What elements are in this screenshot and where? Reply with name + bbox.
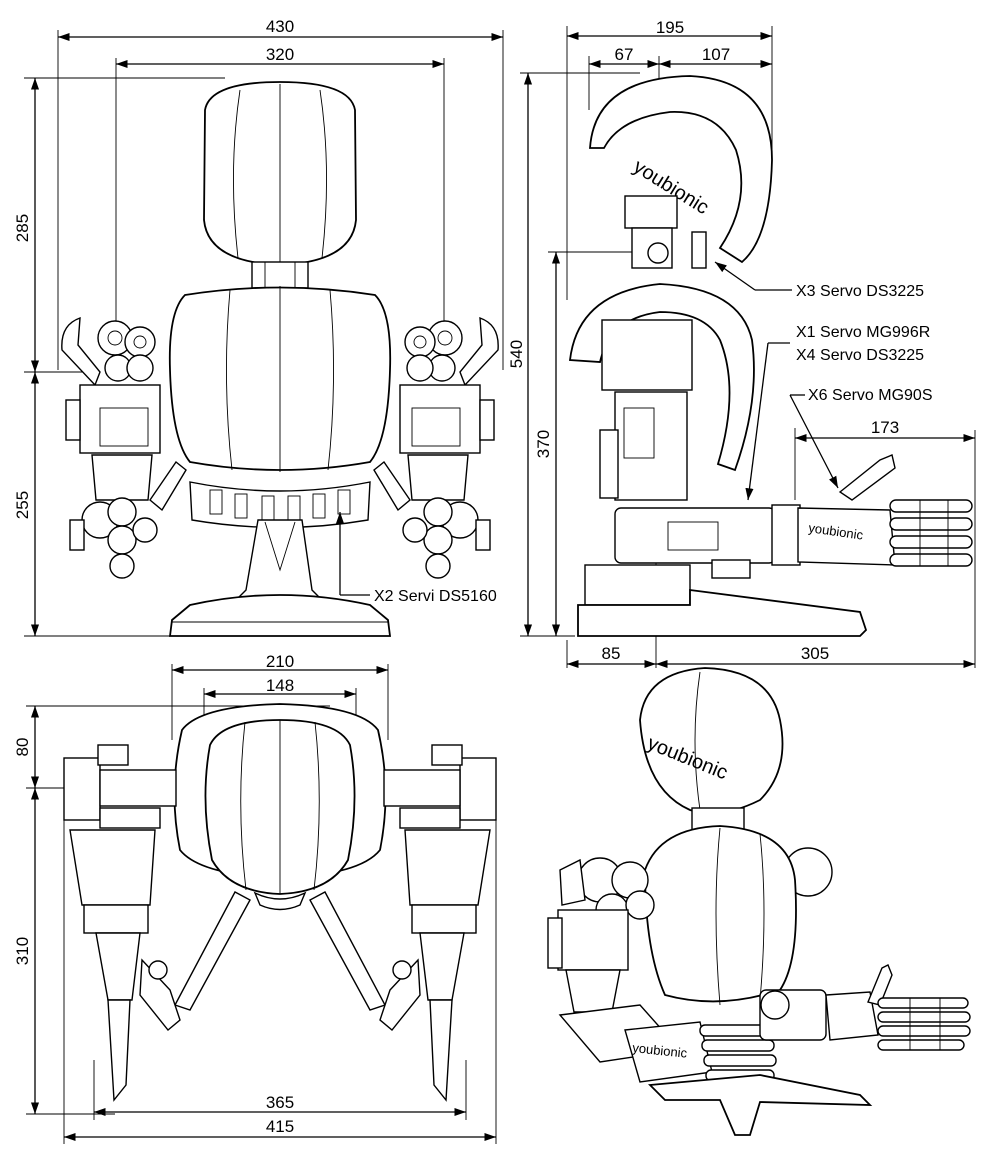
dim-195: 195 <box>656 18 684 37</box>
dim-285: 285 <box>13 214 32 242</box>
iso-hand-logo: youbionic <box>632 1040 689 1061</box>
dim-320: 320 <box>266 45 294 64</box>
dim-430: 430 <box>266 17 294 36</box>
top-view: 210 148 80 310 365 415 <box>13 652 497 1144</box>
iso-head <box>639 667 784 815</box>
dim-310: 310 <box>13 937 32 965</box>
iso-base <box>648 1074 873 1136</box>
top-right-arm <box>379 744 497 1102</box>
front-right-arm <box>373 316 499 579</box>
callout-x3: X3 Servo DS3225 <box>796 283 924 300</box>
callout-x1: X1 Servo MG996R <box>796 324 930 341</box>
iso-torso <box>644 825 797 1003</box>
front-view: 430 320 285 255 <box>13 17 504 637</box>
callout-x4: X4 Servo DS3225 <box>796 347 924 364</box>
front-pedestal <box>234 519 324 601</box>
dim-365: 365 <box>266 1093 294 1112</box>
dim-173: 173 <box>871 418 899 437</box>
dim-540: 540 <box>507 340 526 368</box>
front-left-arm <box>61 316 187 579</box>
isometric-view: youbionic youbionic <box>547 667 971 1136</box>
dim-107: 107 <box>702 45 730 64</box>
dim-80: 80 <box>13 738 32 757</box>
dim-305: 305 <box>801 644 829 663</box>
front-base <box>168 594 392 637</box>
dim-415: 415 <box>266 1117 294 1136</box>
callout-x2: X2 Servi DS5160 <box>374 588 497 605</box>
dim-148: 148 <box>266 676 294 695</box>
dim-85: 85 <box>602 644 621 663</box>
dim-255: 255 <box>13 491 32 519</box>
top-left-arm <box>63 744 181 1102</box>
callout-x6: X6 Servo MG90S <box>808 387 933 404</box>
dim-370: 370 <box>534 430 553 458</box>
side-view: 195 67 107 540 370 173 85 305 youbionic … <box>507 18 976 669</box>
side-head <box>589 75 773 264</box>
dim-67: 67 <box>615 45 634 64</box>
side-base <box>577 588 868 637</box>
dim-210: 210 <box>266 652 294 671</box>
